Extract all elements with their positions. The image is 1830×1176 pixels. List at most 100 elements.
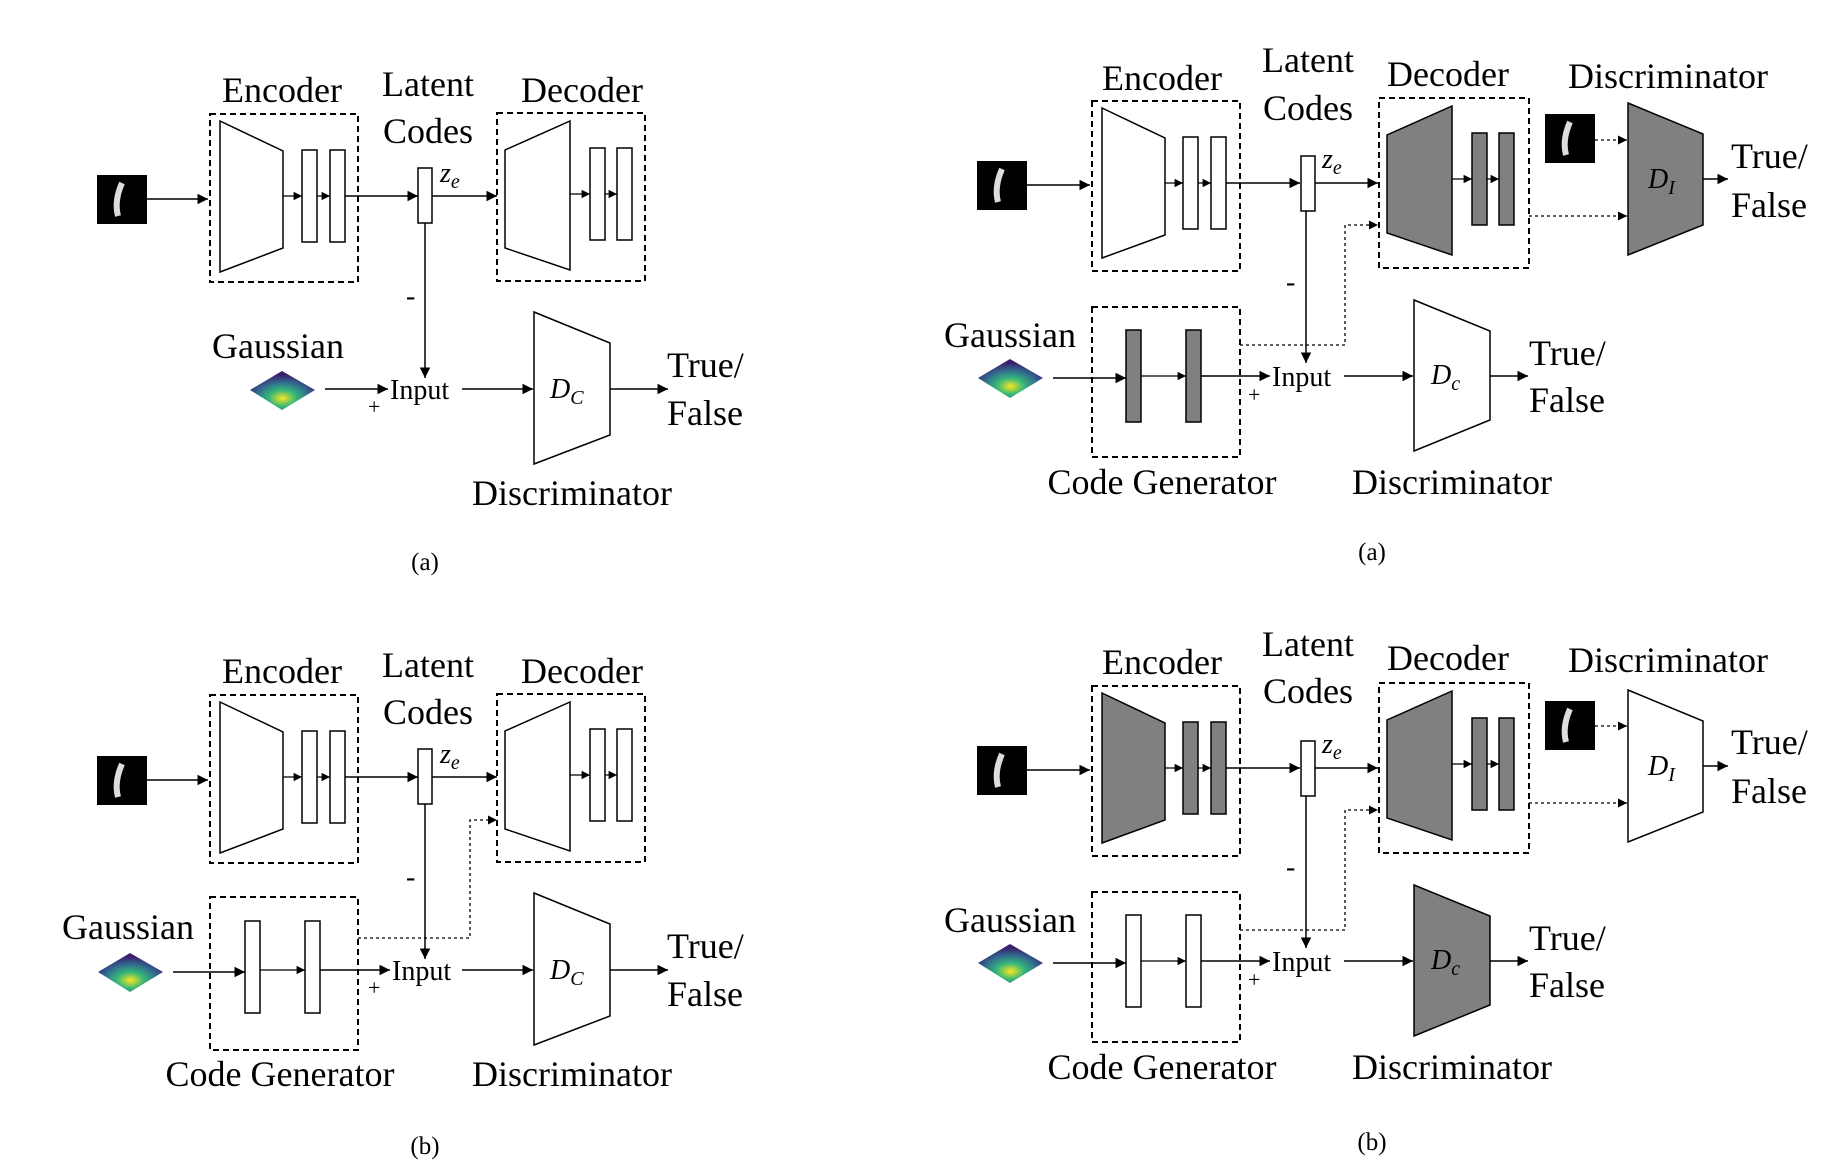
gaussian-label: Gaussian (944, 315, 1076, 355)
digit-stroke (993, 752, 1005, 788)
input-label: Input (392, 956, 451, 987)
encoder-layer-2 (1210, 136, 1227, 230)
plus-sign: + (1248, 382, 1260, 407)
encoder-layer-1 (301, 730, 318, 824)
caption-right-a: (a) (1358, 539, 1386, 566)
discriminator-label: Discriminator (472, 1054, 672, 1094)
discriminator-i-label: Discriminator (1568, 640, 1768, 680)
encoder-trapezoid-shaded (1101, 691, 1166, 845)
discriminator-c-shape (1413, 298, 1491, 453)
digit-image (977, 161, 1027, 210)
caption-left-b: (b) (410, 1133, 439, 1160)
panel-left-b: Encoder Latent Codes Decoder ze - Gaussi… (62, 645, 744, 1160)
decoder-box (1378, 97, 1530, 269)
minus-sign: - (1286, 267, 1295, 298)
latent-label: Latent (1262, 624, 1354, 664)
encoder-trapezoid (219, 119, 284, 274)
latent-code-box (417, 748, 433, 805)
encoder-layer-1 (301, 149, 318, 243)
code-generator-box (1091, 306, 1241, 458)
encoder-box (1091, 685, 1241, 857)
input-label: Input (390, 375, 449, 406)
decoder-layer-1 (589, 728, 606, 822)
digit-stroke (1561, 707, 1573, 743)
decoder-layer-1 (1471, 717, 1488, 811)
latent-label: Latent (382, 645, 474, 685)
minus-sign: - (1286, 852, 1295, 883)
latent-label: Latent (382, 64, 474, 104)
gaussian-label: Gaussian (62, 907, 194, 947)
encoder-layer-1 (1182, 136, 1199, 230)
encoder-label: Encoder (222, 651, 342, 691)
dotted-arrow-generator-decoder (1240, 220, 1378, 346)
decoder-box (496, 112, 646, 282)
decoder-layer-2 (1498, 717, 1515, 811)
panel-right-a: Encoder Latent Codes Decoder Discriminat… (944, 40, 1808, 566)
real-digit-image (1545, 114, 1595, 163)
dc-label: Dc (1430, 945, 1460, 980)
decoder-trapezoid (504, 700, 571, 853)
gaussian-image (250, 371, 315, 410)
discriminator-i-shape (1627, 688, 1704, 844)
encoder-label: Encoder (1102, 642, 1222, 682)
true-label: True/ (667, 345, 744, 385)
plus-sign: + (368, 394, 380, 419)
digit-stroke (993, 167, 1005, 203)
digit-image (97, 756, 147, 805)
code-generator-label: Code Generator (166, 1054, 395, 1094)
generator-layer-1 (1125, 329, 1142, 423)
false-label: False (1731, 185, 1807, 225)
decoder-box (1378, 682, 1530, 854)
codes-label: Codes (383, 111, 473, 151)
z-label: ze (439, 158, 460, 193)
discriminator-c-shape-shaded (1413, 883, 1491, 1038)
decoder-layer-1 (1471, 132, 1488, 226)
encoder-layer-2 (329, 149, 346, 243)
digit-image (97, 175, 147, 224)
discriminator-label: Discriminator (1352, 1047, 1552, 1087)
generator-layer-2 (1185, 329, 1202, 423)
false-label: False (1529, 380, 1605, 420)
true-label: True/ (1529, 333, 1606, 373)
dotted-arrow-generator-decoder (1240, 805, 1378, 931)
false-label: False (667, 393, 743, 433)
dc-label: Dc (1430, 360, 1460, 395)
plus-sign: + (1248, 967, 1260, 992)
code-generator-box (1091, 891, 1241, 1043)
decoder-label: Decoder (521, 651, 643, 691)
dc-label: DC (549, 374, 584, 409)
dc-label: DC (549, 955, 584, 990)
decoder-label: Decoder (521, 70, 643, 110)
generator-layer-1 (244, 920, 261, 1014)
gaussian-image (978, 944, 1043, 983)
encoder-layer-2 (1210, 721, 1227, 815)
encoder-box (1091, 100, 1241, 272)
caption-left-a: (a) (411, 549, 439, 576)
codes-label: Codes (383, 692, 473, 732)
input-label: Input (1272, 947, 1331, 978)
gaussian-image (978, 359, 1043, 398)
panel-left-a: Encoder Latent Codes Decoder ze - Gaussi… (97, 64, 744, 576)
latent-code-box (1300, 155, 1316, 212)
code-generator-box (209, 896, 359, 1051)
generator-layer-1 (1125, 914, 1142, 1008)
false-label: False (667, 974, 743, 1014)
discriminator-c-shape (533, 310, 611, 466)
discriminator-c-shape (533, 891, 611, 1047)
z-label: ze (1321, 144, 1342, 179)
gaussian-image (98, 953, 163, 992)
encoder-layer-2 (329, 730, 346, 824)
digit-stroke (113, 181, 125, 217)
encoder-label: Encoder (1102, 58, 1222, 98)
encoder-layer-1 (1182, 721, 1199, 815)
decoder-layer-2 (1498, 132, 1515, 226)
true-label: True/ (1529, 918, 1606, 958)
discriminator-i-label: Discriminator (1568, 56, 1768, 96)
code-generator-label: Code Generator (1048, 1047, 1277, 1087)
false-label: False (1731, 771, 1807, 811)
di-label: DI (1647, 751, 1676, 786)
plus-sign: + (368, 975, 380, 1000)
encoder-box (209, 694, 359, 864)
generator-layer-2 (304, 920, 321, 1014)
z-label: ze (1321, 729, 1342, 764)
